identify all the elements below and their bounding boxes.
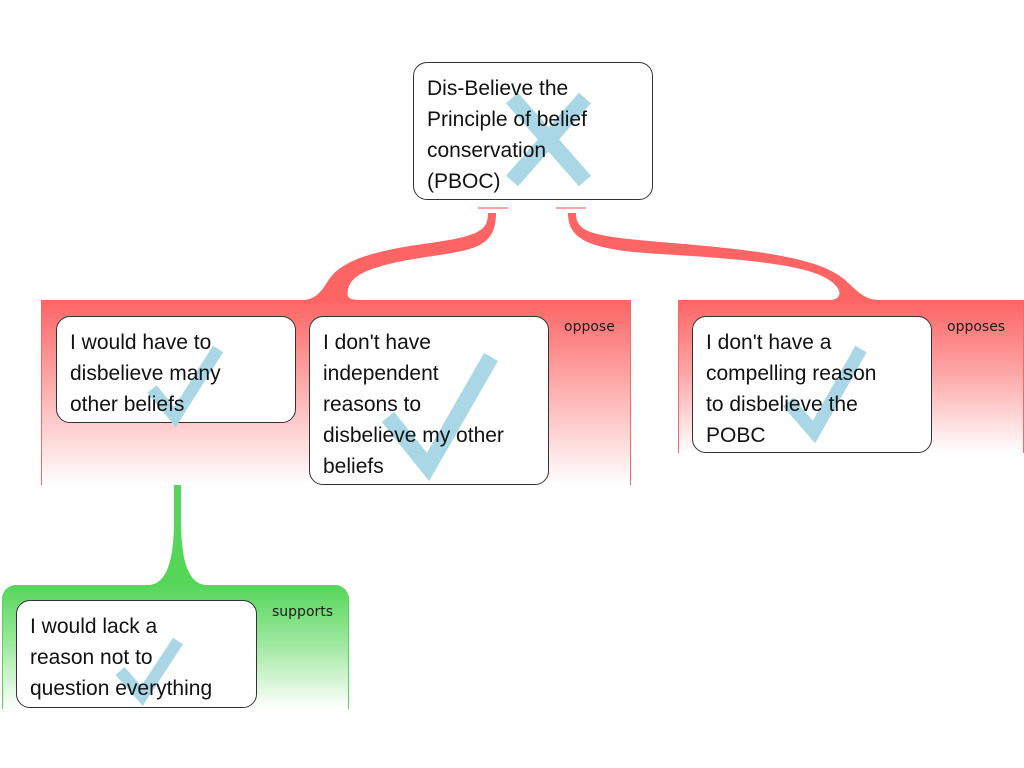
argument-text: I don't have independent reasons to disb… [323,331,504,478]
argument-node-no-compelling-reason[interactable]: I don't have a compelling reason to disb… [692,316,932,453]
connector-oppose-left [305,213,496,300]
root-claim-text: Dis-Believe the Principle of belief cons… [427,77,587,193]
connector-support [150,422,205,585]
relation-label-supports: supports [272,604,334,620]
root-claim-node[interactable]: Dis-Believe the Principle of belief cons… [413,62,653,200]
argument-text: I would have to disbelieve many other be… [70,331,221,416]
relation-label-oppose: oppose [564,319,615,335]
argument-node-lack-reason[interactable]: I would lack a reason not to question ev… [16,600,257,708]
argument-node-no-independent-reasons[interactable]: I don't have independent reasons to disb… [309,316,549,485]
connector-oppose-right [568,213,880,300]
argument-text: I would lack a reason not to question ev… [30,615,213,700]
argument-node-disbelieve-many[interactable]: I would have to disbelieve many other be… [56,316,296,428]
argument-text: I don't have a compelling reason to disb… [706,331,877,447]
relation-label-opposes: opposes [947,319,1006,335]
